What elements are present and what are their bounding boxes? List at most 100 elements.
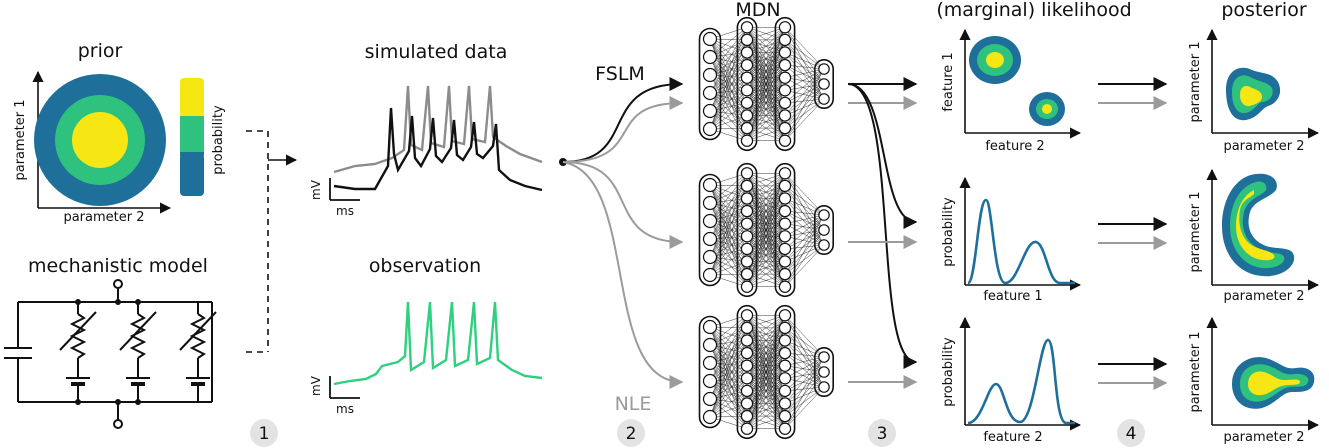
mdn-connection [746,315,786,354]
mdn-connection [709,223,748,258]
mdn-connection [709,173,748,258]
mdn-connection [746,115,786,141]
mdn-connection [784,356,825,404]
mdn-connection [746,27,786,41]
mdn-node [702,103,718,119]
mdn-connection [784,68,825,116]
mdn-connection [709,315,748,400]
mdn-connection [784,173,825,216]
mdn-connection [746,27,786,141]
mdn-connection [784,83,825,91]
mdn-node [778,167,792,180]
mdn-connection [784,83,825,141]
mdn-connection [746,173,786,262]
mdn-connection [746,315,786,404]
mdn-connection [709,365,748,418]
mdn-connection [709,173,748,222]
mdn-connection [784,68,825,91]
mdn-connection [746,173,786,237]
mdn-node [778,384,792,398]
mdn-connection [784,68,825,141]
mdn-connection [746,173,786,212]
mdn-connection [709,102,748,130]
mdn-connection [709,74,748,104]
prior-title: prior [78,40,123,62]
mdn-connection [746,173,786,287]
mdn-connection [709,184,748,212]
mdn-node [702,67,718,83]
mdn-node [702,391,718,407]
mdn-layer-box [698,173,722,287]
mdn-connection [746,64,786,141]
mdn-node [702,31,718,47]
mdn-connection [784,214,825,224]
mdn-connection [709,202,748,237]
mdn-node [740,422,754,435]
mdn-node [740,58,754,72]
mechanistic-model-panel: mechanistic model [4,255,217,429]
mdn-connection [709,64,748,130]
mdn-connection [709,198,748,222]
prior-xlabel: parameter 2 [63,210,144,225]
mdn-connection [709,352,748,400]
mdn-connection [709,236,748,276]
mdn-connection [784,98,825,116]
mdn-connection [709,184,748,224]
mdn-node [778,267,792,281]
obs-mv-label: mV [309,375,323,396]
mdn-connection [709,352,748,382]
mdn-node [740,267,754,281]
mdn-connection [709,185,748,222]
mdn-connection [709,39,748,76]
post3-ylabel: parameter 1 [1188,331,1203,412]
mdn-connection [784,27,825,70]
mdn-connection [784,210,825,216]
mdn-connection [784,244,825,262]
mdn-connection [746,248,786,287]
mdn-node [702,231,718,247]
mdn-connection [784,356,825,429]
mdn-connection [709,64,748,112]
mdn-connection [784,214,825,287]
mdn-node [702,337,718,353]
mdn-node [778,359,792,372]
mdn-node [740,217,754,230]
mdn-network-3 [698,304,834,440]
mdn-layer-box [813,58,834,110]
simulated-data-panel: simulated data mV ms [309,41,543,218]
mdn-connection [746,39,786,141]
mdn-node [778,217,792,230]
mdn-connection [784,229,825,275]
mdn-connection [784,223,825,231]
mdn-node [778,96,792,110]
mdn-connection [746,27,786,129]
mdn-connection [746,77,786,141]
mdn-connection [709,27,748,58]
mdn-node [740,309,754,322]
mdn-node [702,319,718,335]
mdn-connection [709,173,748,204]
mdn-connection [709,39,748,94]
mdn-connection [746,315,786,341]
dashed-connector [246,130,298,353]
posterior-arrows [1098,77,1168,390]
observation-scalebar [329,376,360,399]
circuit-junctions [75,299,141,405]
mdn-node [702,121,718,137]
svg-text:3: 3 [877,424,888,444]
mdn-node [740,84,754,97]
mdn-connection [746,102,786,141]
step-badge-3: 3 [868,419,896,447]
marginal-likelihood-feature2: probability feature 2 [941,316,1082,445]
mdn-connection [709,210,748,240]
step-badge-1: 1 [250,419,278,447]
mdn-connection [784,68,825,78]
mdn-connection [709,38,748,91]
mdn-layer-box [698,27,722,141]
mdn-connection [746,315,786,392]
mdn-connection [746,173,786,199]
mdn-node [818,78,830,90]
mdn-connection [746,315,786,429]
mdn-connection [746,27,786,116]
